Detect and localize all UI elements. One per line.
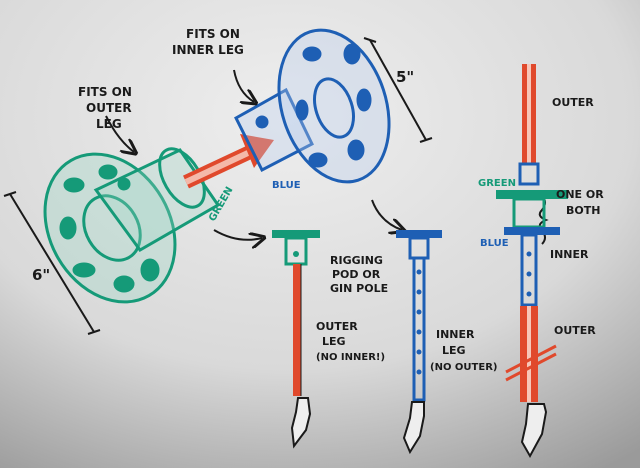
pointer-arrows — [105, 69, 549, 244]
label-right-green: GREEN — [478, 178, 516, 189]
label-outer-leg-1: OUTER — [316, 320, 358, 333]
label-right-outer-top: OUTER — [552, 96, 594, 109]
label-right-outer-bottom: OUTER — [554, 324, 596, 337]
blue-flange — [234, 28, 391, 184]
label-pod-3: GIN POLE — [330, 282, 388, 295]
label-fits-outer-2: OUTER — [86, 101, 132, 115]
assembled-leg-drawing — [496, 64, 568, 459]
label-one-or-1: ONE OR — [556, 188, 604, 201]
label-pod-1: RIGGING — [330, 254, 383, 267]
outer-leg-drawing — [272, 230, 320, 449]
label-inner-leg-1: INNER — [436, 328, 475, 341]
label-fits-inner-2: INNER LEG — [172, 43, 244, 57]
label-outer-leg-3: (NO INNER!) — [316, 352, 385, 363]
label-outer-leg-2: LEG — [322, 335, 346, 348]
label-dim-5: 5" — [396, 68, 414, 86]
label-one-or-2: BOTH — [566, 204, 600, 217]
label-inner-leg-2: LEG — [442, 344, 466, 357]
label-right-inner: INNER — [550, 248, 589, 261]
label-pod-2: POD OR — [332, 268, 381, 281]
label-inner-leg-3: (NO OUTER) — [430, 362, 497, 373]
label-fits-outer-1: FITS ON — [78, 85, 132, 99]
label-blue-tag: BLUE — [272, 180, 301, 191]
label-dim-6: 6" — [32, 266, 50, 284]
label-fits-inner-1: FITS ON — [186, 27, 240, 41]
label-right-blue: BLUE — [480, 238, 509, 249]
inner-leg-drawing — [396, 230, 442, 455]
dimension-6in — [3, 191, 101, 335]
dimension-5in — [363, 37, 433, 143]
green-flange — [43, 147, 221, 304]
label-fits-outer-3: LEG — [96, 117, 122, 131]
